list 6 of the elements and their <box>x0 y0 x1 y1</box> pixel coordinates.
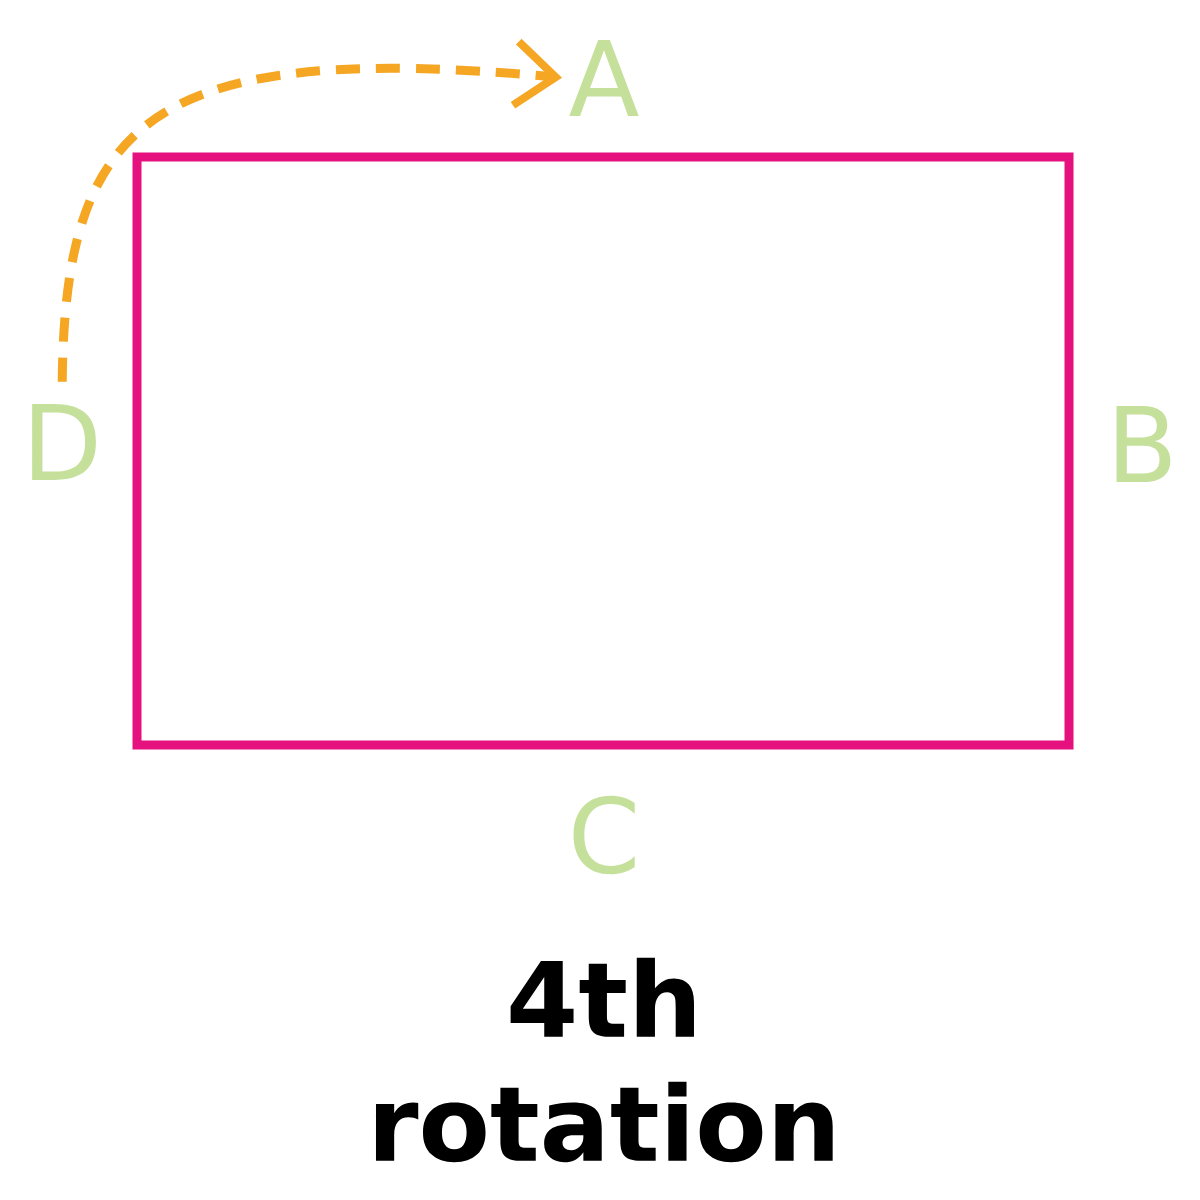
arrow <box>57 38 563 382</box>
caption: 4th rotation <box>376 957 833 1163</box>
side-label: A <box>569 40 639 116</box>
side-label: B <box>1116 406 1171 482</box>
side-label: C <box>573 795 635 875</box>
side-label: D <box>32 404 96 480</box>
